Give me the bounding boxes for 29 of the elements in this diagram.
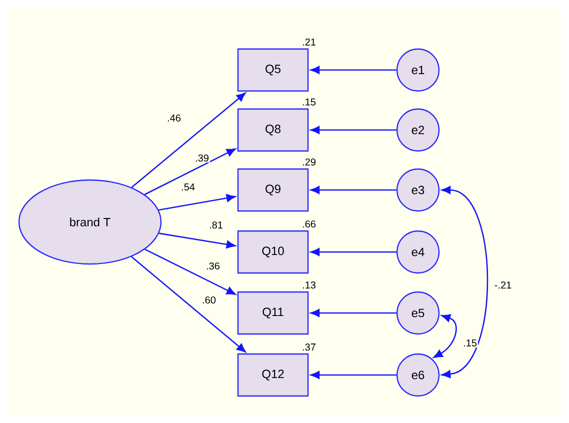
edge-label: .15 — [462, 338, 478, 348]
arrow — [158, 232, 236, 248]
arrow — [310, 248, 396, 256]
variable-box: Q12 — [237, 353, 309, 397]
arrow — [441, 186, 488, 378]
arrow — [131, 256, 246, 352]
variable-box: Q11 — [237, 291, 309, 335]
arrow — [433, 314, 457, 358]
variable-box: Q10 — [237, 230, 309, 274]
arrow — [310, 309, 396, 317]
value-label: .29 — [302, 158, 316, 166]
value-label: .13 — [302, 281, 316, 289]
edge-label: -.21 — [493, 280, 513, 290]
value-label: .37 — [302, 343, 316, 351]
arrow — [310, 371, 396, 379]
arrow — [310, 126, 396, 134]
edge-label: .54 — [180, 182, 196, 192]
arrow — [144, 248, 236, 295]
arrow — [144, 148, 236, 196]
arrow — [310, 66, 396, 74]
arrow — [131, 92, 246, 188]
value-label: .66 — [302, 220, 316, 228]
arrow — [158, 194, 236, 211]
variable-box: Q5 — [237, 48, 309, 92]
variable-box: Q8 — [237, 108, 309, 152]
value-label: .21 — [302, 38, 316, 46]
arrow — [310, 186, 396, 194]
value-label: .15 — [302, 98, 316, 106]
variable-box: Q9 — [237, 168, 309, 212]
